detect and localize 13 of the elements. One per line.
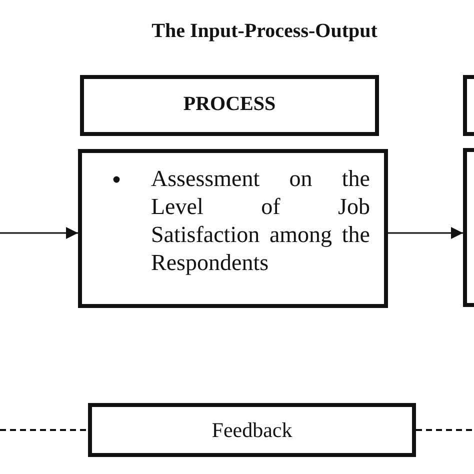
box-label: Feedback [210,418,294,443]
arrow [0,227,78,239]
body-text: Assessment on the Level of Job Satisfaction among the Respondents [151,165,370,277]
diagram-title: The Input-Process-Output [150,20,378,43]
box [463,75,474,136]
heading-text: PROCESS [182,93,277,116]
dashed-line [416,429,474,431]
process-box [78,149,388,308]
heading-box [80,75,379,136]
arrow [388,227,463,239]
dashed-line [0,429,88,431]
feedback-box [88,403,416,457]
box [463,148,474,307]
